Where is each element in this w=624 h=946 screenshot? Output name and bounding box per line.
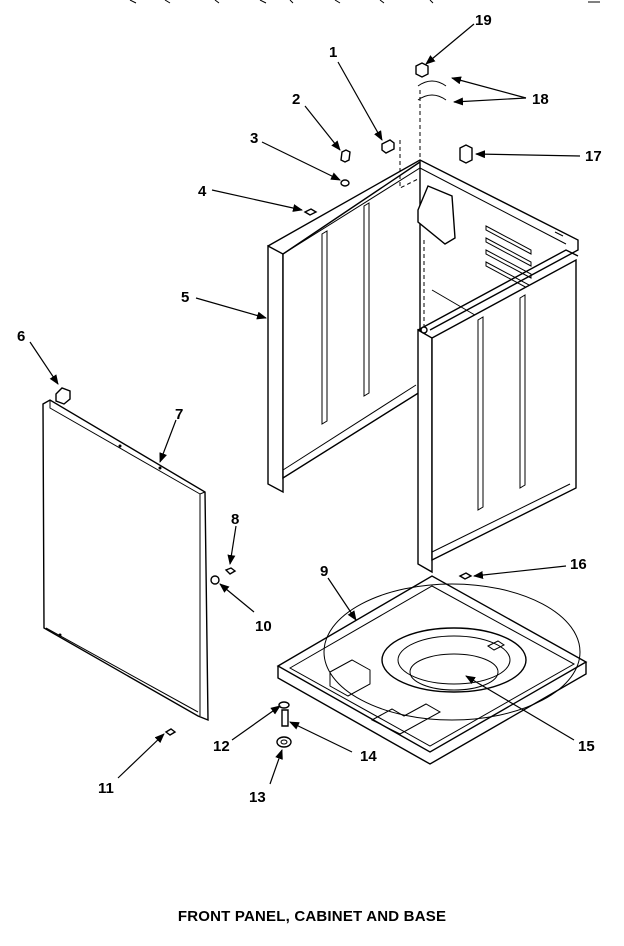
callout-13: 13 xyxy=(249,789,266,806)
callout-17: 17 xyxy=(585,148,602,165)
callout-16: 16 xyxy=(570,556,587,573)
callout-7: 7 xyxy=(175,406,183,423)
callout-15: 15 xyxy=(578,738,595,755)
front-panel xyxy=(42,399,209,722)
callout-numbers: 1 2 3 4 5 6 7 8 9 10 11 12 13 14 15 16 1… xyxy=(17,12,602,806)
callout-2: 2 xyxy=(292,91,300,108)
callout-4: 4 xyxy=(198,183,207,200)
callout-18: 18 xyxy=(532,91,549,108)
base xyxy=(276,575,588,765)
cabinet xyxy=(267,90,579,574)
callout-12: 12 xyxy=(213,738,230,755)
callout-11: 11 xyxy=(98,780,114,797)
callout-5: 5 xyxy=(181,289,189,306)
callout-8: 8 xyxy=(231,511,239,528)
callout-19: 19 xyxy=(475,12,492,29)
callout-10: 10 xyxy=(255,618,272,635)
small-parts xyxy=(55,62,473,748)
callout-3: 3 xyxy=(250,130,258,147)
callout-leaders xyxy=(29,23,581,785)
callout-1: 1 xyxy=(329,44,337,61)
callout-6: 6 xyxy=(17,328,25,345)
callout-9: 9 xyxy=(320,563,328,580)
figure-caption: FRONT PANEL, CABINET AND BASE xyxy=(177,908,447,925)
callout-14: 14 xyxy=(360,748,377,765)
top-edge-fragments xyxy=(129,0,600,4)
